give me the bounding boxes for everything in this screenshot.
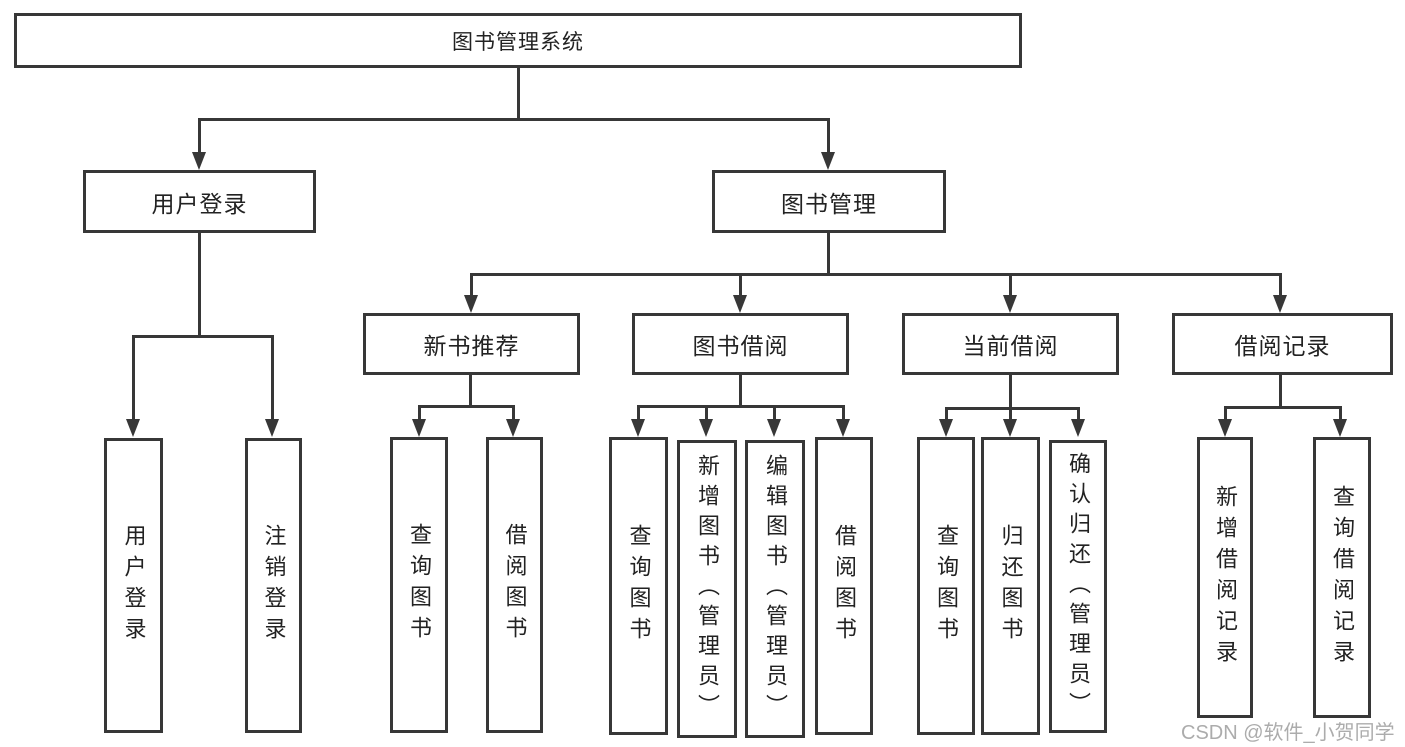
edge-book-mgmt-stem xyxy=(827,233,830,273)
leaf-return-books-label: 归还图书 xyxy=(998,524,1024,648)
node-new-book-recommend-label: 新书推荐 xyxy=(423,333,520,359)
edge-drop-records xyxy=(1279,273,1282,295)
arrowhead-icon xyxy=(506,419,520,437)
leaf-query-books-borrow: 查询图书 xyxy=(609,437,668,735)
node-current-borrow: 当前借阅 xyxy=(902,313,1119,375)
node-borrow-records: 借阅记录 xyxy=(1172,313,1393,375)
edge-level2-bus xyxy=(198,118,830,121)
leaf-borrow-books-recommend: 借阅图书 xyxy=(486,437,543,733)
edge-drop-user-login xyxy=(198,118,201,152)
arrowhead-icon xyxy=(1333,419,1347,437)
edge-drop xyxy=(512,405,515,419)
edge-drop xyxy=(945,407,948,419)
edge-drop xyxy=(1077,407,1080,419)
edge-drop-new-books xyxy=(470,273,473,295)
node-book-management-label: 图书管理 xyxy=(781,190,877,217)
leaf-query-books-recommend-label: 查询图书 xyxy=(407,523,432,647)
arrowhead-icon xyxy=(265,419,279,437)
edge-drop-leaf-user-login xyxy=(132,335,135,419)
leaf-user-login: 用户登录 xyxy=(104,438,163,733)
leaf-query-books-current-label: 查询图书 xyxy=(934,524,959,648)
edge-drop xyxy=(1224,406,1227,419)
edge-drop xyxy=(418,405,421,419)
arrowhead-icon xyxy=(821,152,835,170)
arrowhead-icon xyxy=(1003,295,1017,313)
edge-drop-book-mgmt xyxy=(827,118,830,152)
edge-user-login-bus xyxy=(132,335,274,338)
edge-drop-leaf-logout xyxy=(271,335,274,419)
node-system-root-label: 图书管理系统 xyxy=(452,30,584,54)
arrowhead-icon xyxy=(767,419,781,437)
node-book-borrow: 图书借阅 xyxy=(632,313,849,375)
arrowhead-icon xyxy=(733,295,747,313)
edge-drop xyxy=(842,405,845,419)
leaf-logout-label: 注销登录 xyxy=(261,523,287,648)
node-book-borrow-label: 图书借阅 xyxy=(692,333,789,359)
edge-drop xyxy=(1009,407,1012,419)
edge-drop-borrow xyxy=(739,273,742,295)
leaf-borrow-books: 借阅图书 xyxy=(815,437,873,735)
node-book-management: 图书管理 xyxy=(712,170,946,233)
arrowhead-icon xyxy=(939,419,953,437)
arrowhead-icon xyxy=(464,295,478,313)
arrowhead-icon xyxy=(1273,295,1287,313)
edge-book-borrow-bus xyxy=(637,405,844,408)
leaf-borrow-books-recommend-label: 借阅图书 xyxy=(502,523,528,647)
node-borrow-records-label: 借阅记录 xyxy=(1234,333,1331,359)
leaf-return-books: 归还图书 xyxy=(981,437,1040,735)
edge-user-login-stem xyxy=(198,233,201,335)
node-current-borrow-label: 当前借阅 xyxy=(962,333,1059,359)
arrowhead-icon xyxy=(192,152,206,170)
arrowhead-icon xyxy=(412,419,426,437)
edge-book-borrow-stem xyxy=(739,375,742,405)
leaf-add-borrow-record: 新增借阅记录 xyxy=(1197,437,1253,718)
leaf-add-book-admin-label: 新增图书（管理员） xyxy=(695,454,720,724)
arrowhead-icon xyxy=(1003,419,1017,437)
leaf-borrow-books-label: 借阅图书 xyxy=(832,524,857,648)
leaf-user-login-label: 用户登录 xyxy=(121,523,147,648)
leaf-query-borrow-record: 查询借阅记录 xyxy=(1313,437,1371,718)
leaf-edit-book-admin: 编辑图书（管理员） xyxy=(745,440,805,738)
leaf-confirm-return-admin-label: 确认归还（管理员） xyxy=(1066,451,1091,722)
edge-level3-bus xyxy=(470,273,1282,276)
edge-current-stem xyxy=(1009,375,1012,407)
edge-drop-current xyxy=(1009,273,1012,295)
arrowhead-icon xyxy=(1218,419,1232,437)
edge-root-stem xyxy=(517,68,520,118)
arrowhead-icon xyxy=(631,419,645,437)
leaf-logout: 注销登录 xyxy=(245,438,302,733)
csdn-watermark: CSDN @软件_小贺同学 xyxy=(1181,722,1395,744)
leaf-query-borrow-record-label: 查询借阅记录 xyxy=(1330,484,1355,671)
node-new-book-recommend: 新书推荐 xyxy=(363,313,580,375)
arrowhead-icon xyxy=(126,419,140,437)
leaf-add-borrow-record-label: 新增借阅记录 xyxy=(1213,484,1238,671)
leaf-confirm-return-admin: 确认归还（管理员） xyxy=(1049,440,1107,733)
edge-new-books-stem xyxy=(469,375,472,405)
node-system-root: 图书管理系统 xyxy=(14,13,1022,68)
leaf-add-book-admin: 新增图书（管理员） xyxy=(677,440,737,738)
arrowhead-icon xyxy=(1071,419,1085,437)
edge-drop xyxy=(773,405,776,419)
arrowhead-icon xyxy=(699,419,713,437)
node-user-login: 用户登录 xyxy=(83,170,316,233)
leaf-query-books-current: 查询图书 xyxy=(917,437,975,735)
edge-records-bus xyxy=(1224,406,1342,409)
edge-drop xyxy=(705,405,708,419)
edge-drop xyxy=(1339,406,1342,419)
edge-new-books-bus xyxy=(418,405,515,408)
edge-drop xyxy=(637,405,640,419)
node-user-login-label: 用户登录 xyxy=(151,190,248,217)
edge-current-bus xyxy=(945,407,1080,410)
leaf-query-books-recommend: 查询图书 xyxy=(390,437,448,733)
leaf-edit-book-admin-label: 编辑图书（管理员） xyxy=(763,454,788,724)
leaf-query-books-borrow-label: 查询图书 xyxy=(626,524,652,648)
arrowhead-icon xyxy=(836,419,850,437)
edge-records-stem xyxy=(1279,375,1282,406)
